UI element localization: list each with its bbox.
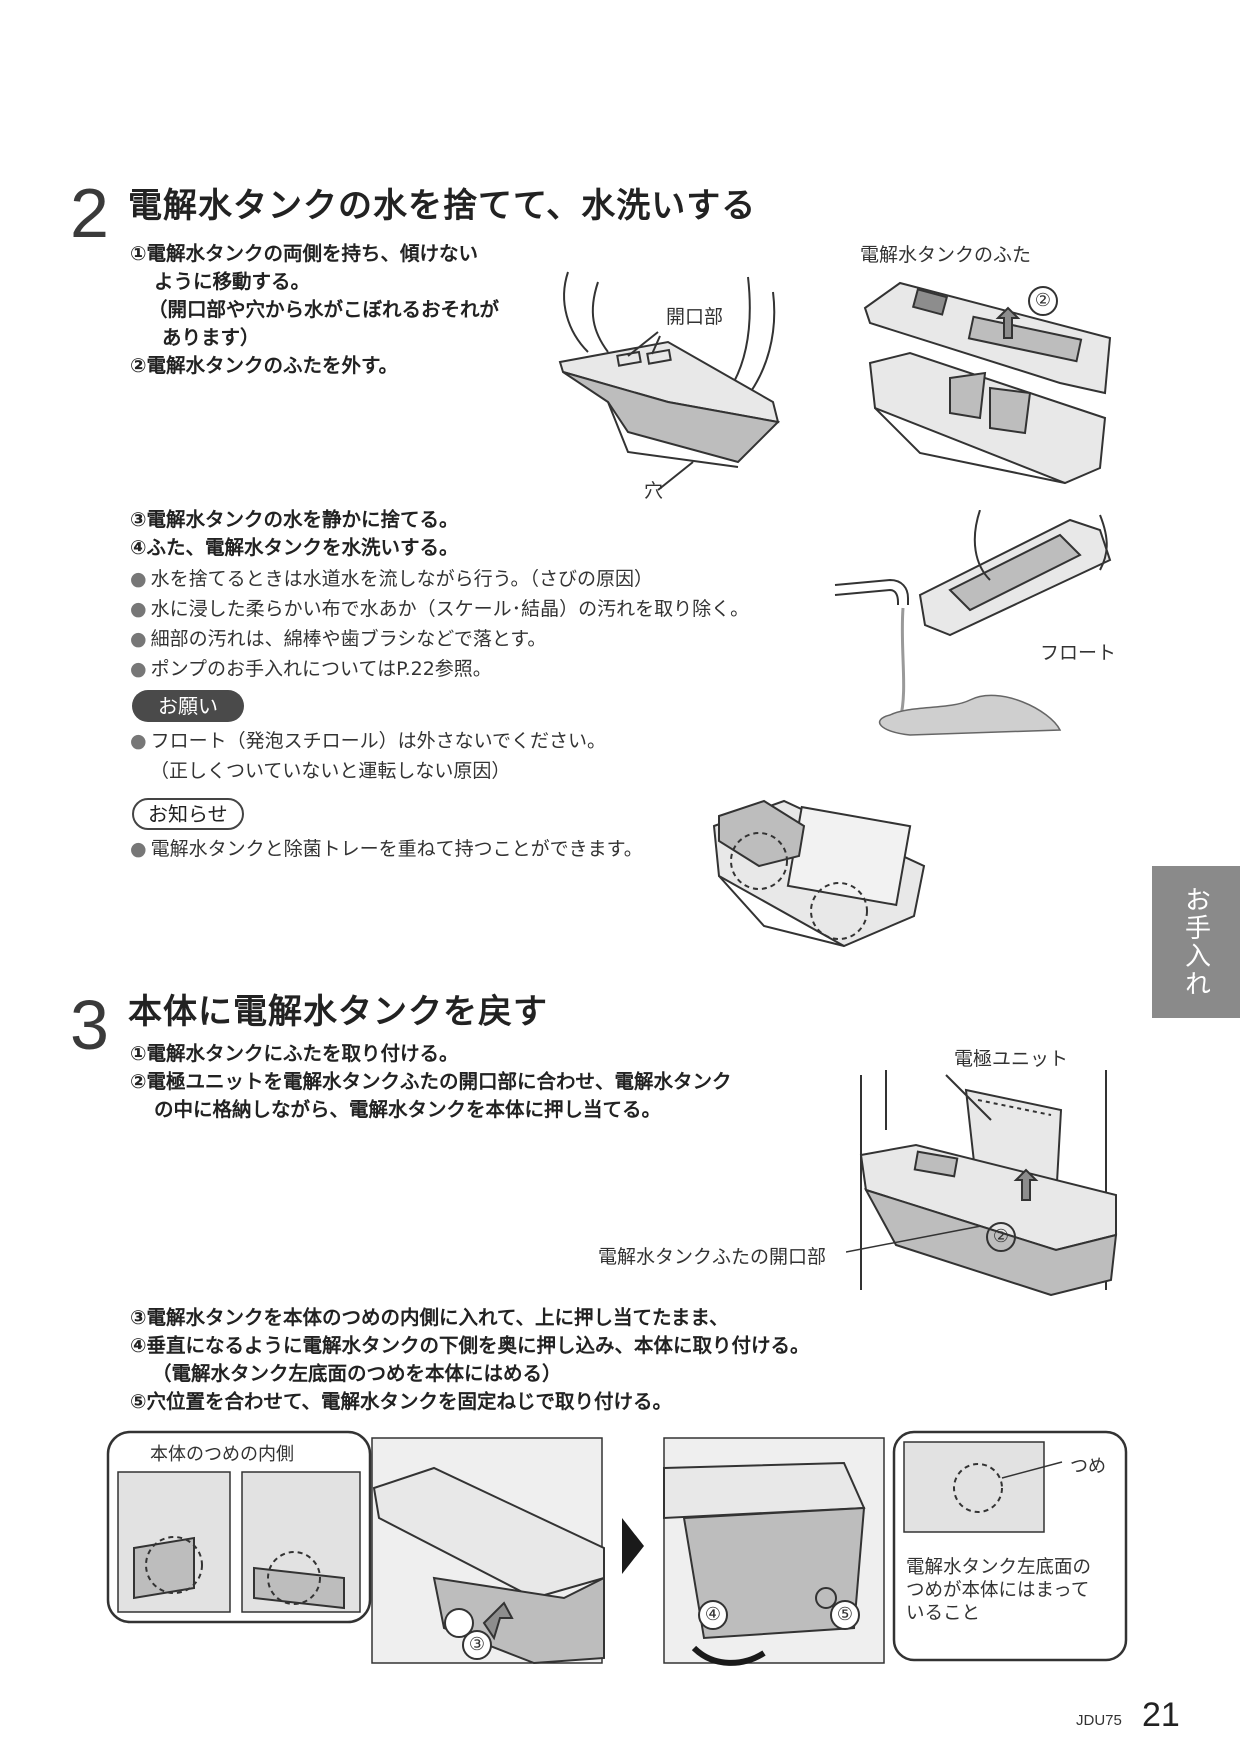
step-circle-4: ④ — [698, 1600, 728, 1630]
instruction-line: ②電解水タンクのふたを外す。 — [130, 354, 399, 377]
instruction-line: あります） — [162, 326, 260, 349]
step-circle-2: ② — [1028, 286, 1058, 316]
request-note: （正しくついていないと運転しない原因） — [150, 760, 511, 782]
hole-label: 穴 — [644, 480, 664, 502]
instruction-line: ②電極ユニットを電解水タンクふたの開口部に合わせ、電解水タンク — [130, 1070, 732, 1093]
note-line: つめが本体にはまって — [906, 1580, 1090, 1601]
instruction-line: ④ふた、電解水タンクを水洗いする。 — [130, 536, 459, 559]
lid-removal-illustration — [863, 281, 1112, 485]
tank-installation-sequence-illustration — [106, 1430, 1128, 1666]
step-number-2: 2 — [70, 174, 109, 252]
notice-text: ●電解水タンクと除菌トレーを重ねて持つことができます。 — [130, 834, 643, 864]
washing-illustration — [834, 510, 1112, 736]
step3-instructions-a: ①電解水タンクにふたを取り付ける。 ②電極ユニットを電解水タンクふたの開口部に合… — [130, 1040, 732, 1124]
instruction-line: ⑤穴位置を合わせて、電解水タンクを固定ねじで取り付ける。 — [130, 1390, 673, 1413]
step-number-3: 3 — [70, 986, 109, 1064]
bullet-item: ●ポンプのお手入れについてはP.22参照。 — [130, 658, 492, 680]
claw-inside-label: 本体のつめの内側 — [150, 1444, 294, 1465]
instruction-line: ④垂直になるように電解水タンクの下側を奥に押し込み、本体に取り付ける。 — [130, 1334, 810, 1357]
note-line: 電解水タンク左底面の — [906, 1557, 1092, 1578]
instruction-line: ように移動する。 — [154, 270, 311, 293]
request-text: ●フロート（発泡スチロール）は外さないでください。 （正しくついていないと運転し… — [130, 726, 606, 786]
step-circle-2: ② — [986, 1222, 1016, 1252]
bullet-item: ●フロート（発泡スチロール）は外さないでください。 — [130, 730, 607, 752]
step-title-3: 本体に電解水タンクを戻す — [128, 992, 548, 1032]
bullet-item: ●水を捨てるときは水道水を流しながら行う。（さびの原因） — [130, 568, 653, 590]
note-line: いること — [906, 1603, 981, 1624]
step-circle-5: ⑤ — [830, 1600, 860, 1630]
claw-check-note: 電解水タンク左底面の つめが本体にはまって いること — [906, 1556, 1091, 1625]
instruction-line: の中に格納しながら、電解水タンクを本体に押し当てる。 — [154, 1098, 662, 1121]
instruction-line: ③電解水タンクを本体のつめの内側に入れて、上に押し当てたまま、 — [130, 1306, 729, 1329]
lid-opening-label: 電解水タンクふたの開口部 — [598, 1246, 827, 1268]
lid-opening-leader — [846, 1225, 982, 1253]
step2-instructions-a: ①電解水タンクの両側を持ち、傾けない ように移動する。 （開口部や穴から水がこぼ… — [130, 240, 499, 380]
step-circle-3: ③ — [462, 1630, 492, 1660]
bullet-item: ●水に浸した柔らかい布で水あか（スケール･結晶）の汚れを取り除く。 — [130, 598, 750, 620]
instruction-line: ③電解水タンクの水を静かに捨てる。 — [130, 508, 459, 531]
instruction-line: ①電解水タンクの両側を持ち、傾けない — [130, 242, 479, 265]
opening-label: 開口部 — [666, 306, 724, 328]
step2-instructions-b: ③電解水タンクの水を静かに捨てる。 ④ふた、電解水タンクを水洗いする。 — [130, 506, 459, 562]
bullet-item: ●細部の汚れは、綿棒や歯ブラシなどで落とす。 — [130, 628, 547, 650]
stacked-tank-tray-illustration — [712, 799, 926, 948]
electrode-unit-label: 電極ユニット — [954, 1048, 1069, 1070]
request-badge: お願い — [132, 690, 244, 722]
lid-label: 電解水タンクのふた — [860, 244, 1032, 266]
step3-instructions-b: ③電解水タンクを本体のつめの内側に入れて、上に押し当てたまま、 ④垂直になるよう… — [130, 1304, 810, 1416]
step-title-2: 電解水タンクの水を捨てて、水洗いする — [128, 186, 757, 226]
bullet-item: ●電解水タンクと除菌トレーを重ねて持つことができます。 — [130, 838, 643, 860]
claw-label: つめ — [1070, 1456, 1106, 1477]
step2-bullets: ●水を捨てるときは水道水を流しながら行う。（さびの原因） ●水に浸した柔らかい布… — [130, 564, 749, 684]
instruction-line: （電解水タンク左底面のつめを本体にはめる） — [152, 1362, 562, 1385]
instruction-line: ①電解水タンクにふたを取り付ける。 — [130, 1042, 459, 1065]
page-number: 21 — [1142, 1696, 1180, 1734]
instruction-line: （開口部や穴から水がこぼれるおそれが — [148, 298, 500, 321]
float-label: フロート — [1040, 642, 1117, 664]
model-code: JDU75 — [1076, 1712, 1122, 1729]
tank-carry-illustration — [558, 271, 781, 491]
electrode-unit-illustration — [859, 1070, 1118, 1296]
notice-badge: お知らせ — [132, 798, 244, 830]
section-tab-care: お手入れ — [1152, 866, 1240, 1018]
